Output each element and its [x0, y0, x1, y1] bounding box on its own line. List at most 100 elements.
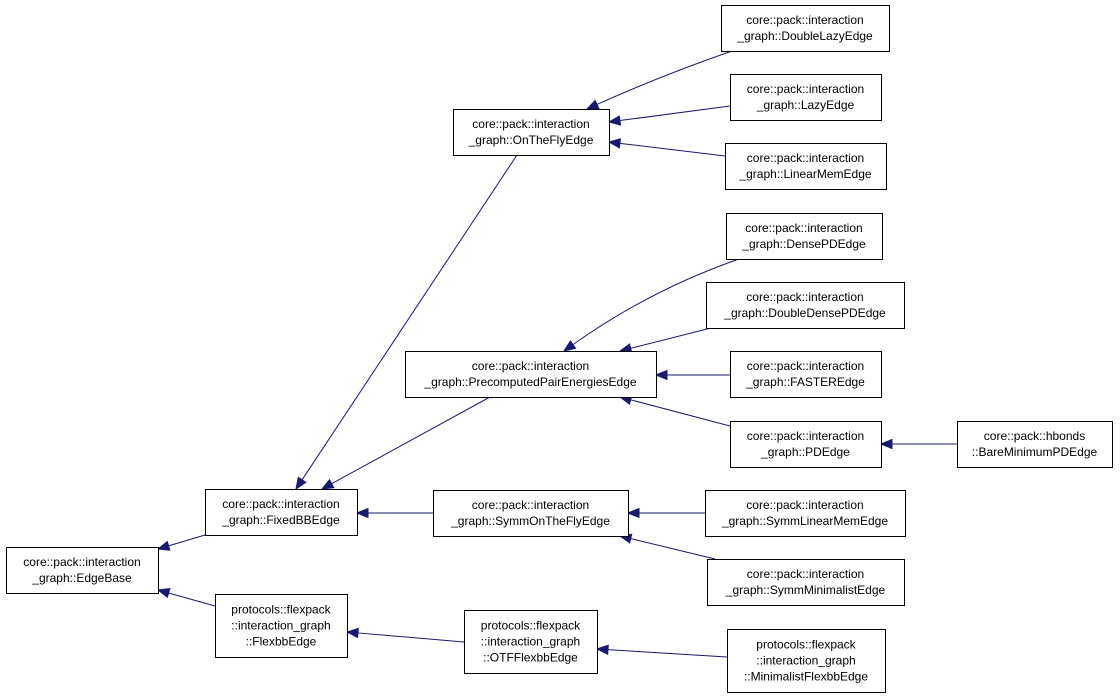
edge-line [357, 632, 465, 643]
node-label-line: _graph::SymmMinimalistEdge [725, 583, 886, 597]
node-faster-edge[interactable]: core::pack::interaction_graph::FASTEREdg… [730, 351, 882, 398]
node-box[interactable] [405, 351, 657, 398]
node-label-line: core::pack::interaction [747, 567, 864, 581]
node-label-line: core::pack::interaction [747, 82, 864, 96]
node-double-lazy-edge[interactable]: core::pack::interaction_graph::DoubleLaz… [721, 5, 890, 52]
edge-faster-edge-to-precomputed-pair-energies-edge [654, 369, 730, 381]
node-label-line: _graph::SymmOnTheFlyEdge [450, 514, 610, 528]
node-label-line: protocols::flexpack [756, 638, 856, 652]
node-symm-on-the-fly-edge[interactable]: core::pack::interaction_graph::SymmOnThe… [433, 490, 629, 537]
node-label-line: protocols::flexpack [481, 619, 581, 633]
arrowhead [607, 138, 622, 149]
node-label-line: ::BareMinimumPDEdge [972, 445, 1098, 459]
edge-line [168, 534, 206, 547]
node-label-line: core::pack::interaction [747, 429, 864, 443]
node-flexbb-edge[interactable]: protocols::flexpack::interaction_graph::… [215, 594, 348, 658]
node-label-line: core::pack::interaction [746, 290, 863, 304]
edge-line [168, 592, 216, 607]
nodes-layer: core::pack::interaction_graph::EdgeBasec… [6, 5, 1113, 693]
node-box[interactable] [957, 421, 1113, 468]
node-label-line: core::pack::interaction [472, 117, 589, 131]
node-label-line: ::OTFFlexbbEdge [483, 651, 578, 665]
node-label-line: core::pack::interaction [472, 359, 589, 373]
node-linear-mem-edge[interactable]: core::pack::interaction_graph::LinearMem… [725, 143, 887, 190]
node-label-line: _graph::EdgeBase [31, 571, 132, 585]
node-box[interactable] [726, 213, 883, 260]
node-label-line: core::pack::interaction [222, 497, 339, 511]
edge-line [301, 154, 518, 481]
node-box[interactable] [205, 489, 358, 536]
node-otf-flexbb-edge[interactable]: protocols::flexpack::interaction_graph::… [464, 610, 598, 674]
node-label-line: core::pack::interaction [746, 13, 863, 27]
arrowhead [626, 507, 640, 519]
node-dense-pd-edge[interactable]: core::pack::interaction_graph::DensePDEd… [726, 213, 883, 260]
edge-otf-flexbb-edge-to-flexbb-edge [345, 627, 465, 643]
node-bare-minimum-pd-edge[interactable]: core::pack::hbonds::BareMinimumPDEdge [957, 421, 1113, 468]
edge-on-the-fly-edge-to-fixed-bb-edge [295, 154, 518, 491]
edge-fixed-bb-edge-to-edge-base [156, 534, 206, 551]
edge-line [572, 258, 740, 346]
edge-line [607, 649, 728, 658]
arrowhead [607, 115, 622, 126]
edge-double-dense-pd-edge-to-precomputed-pair-energies-edge [618, 327, 712, 354]
edge-precomputed-pair-energies-edge-to-fixed-bb-edge [320, 396, 491, 490]
node-symm-minimalist-edge[interactable]: core::pack::interaction_graph::SymmMinim… [707, 559, 905, 606]
node-precomputed-pair-energies-edge[interactable]: core::pack::interaction_graph::Precomput… [405, 351, 657, 398]
arrowhead [345, 627, 359, 639]
node-box[interactable] [707, 559, 905, 606]
arrowhead [879, 438, 893, 450]
edge-minimalist-flexbb-edge-to-otf-flexbb-edge [595, 644, 728, 658]
edge-symm-linear-mem-edge-to-symm-on-the-fly-edge [626, 507, 705, 519]
arrowhead [156, 540, 171, 551]
node-box[interactable] [705, 490, 906, 537]
edge-pd-edge-to-precomputed-pair-energies-edge [618, 394, 731, 427]
node-edge-base[interactable]: core::pack::interaction_graph::EdgeBase [6, 547, 159, 594]
node-label-line: _graph::PDEdge [760, 445, 850, 459]
node-box[interactable] [730, 421, 882, 468]
edge-line [630, 327, 712, 349]
node-box[interactable] [721, 5, 890, 52]
node-label-line: _graph::PrecomputedPairEnergiesEdge [423, 375, 636, 389]
node-label-line: core::pack::interaction [23, 555, 140, 569]
node-label-line: ::interaction_graph [756, 654, 855, 668]
node-label-line: _graph::SymmLinearMemEdge [721, 514, 888, 528]
arrowhead [295, 476, 307, 491]
node-fixed-bb-edge[interactable]: core::pack::interaction_graph::FixedBBEd… [205, 489, 358, 536]
node-minimalist-flexbb-edge[interactable]: protocols::flexpack::interaction_graph::… [727, 629, 886, 693]
node-lazy-edge[interactable]: core::pack::interaction_graph::LazyEdge [730, 74, 882, 121]
node-label-line: _graph::FASTEREdge [745, 375, 865, 389]
node-box[interactable] [727, 629, 886, 693]
node-label-line: core::pack::interaction [745, 221, 862, 235]
arrowhead [654, 369, 668, 381]
edge-line [630, 538, 716, 560]
edge-dense-pd-edge-to-precomputed-pair-energies-edge [562, 258, 740, 352]
edge-linear-mem-edge-to-on-the-fly-edge [607, 138, 726, 157]
node-symm-linear-mem-edge[interactable]: core::pack::interaction_graph::SymmLinea… [705, 490, 906, 537]
node-label-line: core::pack::interaction [472, 498, 589, 512]
node-label-line: _graph::OnTheFlyEdge [468, 133, 594, 147]
edge-line [331, 396, 491, 485]
arrowhead [320, 478, 335, 490]
node-label-line: core::pack::hbonds [984, 429, 1085, 443]
node-box[interactable] [730, 74, 882, 121]
node-box[interactable] [453, 109, 610, 156]
node-box[interactable] [215, 594, 348, 658]
node-label-line: ::interaction_graph [481, 635, 580, 649]
edge-line [619, 142, 726, 157]
edge-line [630, 399, 731, 427]
node-box[interactable] [730, 351, 882, 398]
node-pd-edge[interactable]: core::pack::interaction_graph::PDEdge [730, 421, 882, 468]
edge-bare-minimum-pd-edge-to-pd-edge [879, 438, 957, 450]
node-box[interactable] [706, 282, 905, 329]
edge-line [619, 105, 731, 122]
node-box[interactable] [725, 143, 887, 190]
node-double-dense-pd-edge[interactable]: core::pack::interaction_graph::DoubleDen… [706, 282, 905, 329]
node-on-the-fly-edge[interactable]: core::pack::interaction_graph::OnTheFlyE… [453, 109, 610, 156]
node-box[interactable] [433, 490, 629, 537]
node-box[interactable] [464, 610, 598, 674]
node-label-line: _graph::LinearMemEdge [738, 167, 871, 181]
arrowhead [585, 99, 600, 110]
node-box[interactable] [6, 547, 159, 594]
edge-line [596, 50, 733, 105]
